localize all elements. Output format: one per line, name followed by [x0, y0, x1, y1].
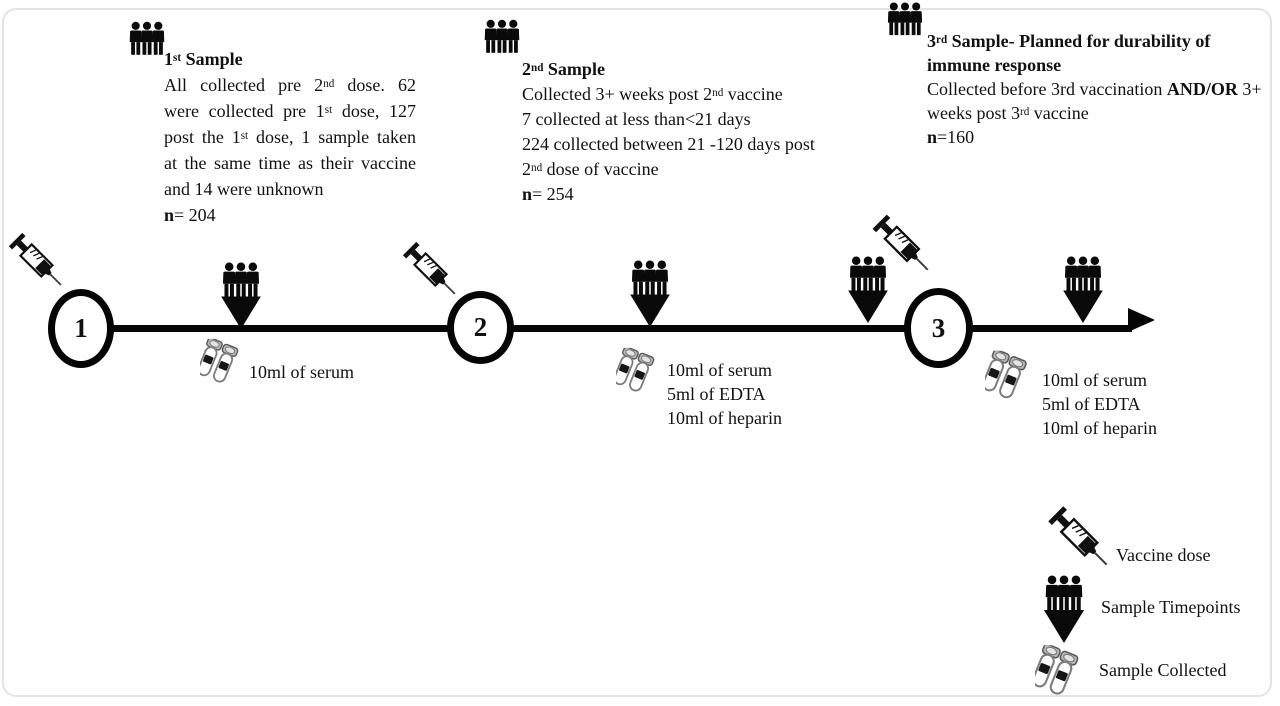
dose-circle-2: 2	[447, 291, 514, 364]
sample-timepoint-icon	[627, 260, 673, 328]
timeline-axis	[83, 325, 1132, 332]
syringe-icon	[392, 231, 456, 295]
sample-tubes-icon	[200, 338, 246, 388]
dose-number: 1	[74, 313, 88, 343]
dose-circle-1: 1	[48, 289, 114, 368]
syringe-icon	[0, 222, 62, 286]
dose-number: 2	[473, 312, 488, 342]
sample-timepoint-icon	[218, 262, 264, 330]
sample-timepoint-icon	[1042, 575, 1086, 644]
sample-tubes-icon	[1035, 645, 1087, 700]
syringe-icon	[1036, 494, 1108, 566]
legend-label-vaccine-dose: Vaccine dose	[1116, 545, 1211, 565]
dose-number: 3	[931, 312, 946, 343]
people-icon	[886, 2, 924, 36]
sample-timepoint-icon	[1060, 256, 1106, 324]
people-icon	[483, 19, 521, 54]
timeline-arrowhead-icon	[1128, 308, 1155, 332]
people-icon	[128, 21, 166, 56]
dose-circle-3: 3	[904, 288, 973, 368]
sample-tubes-icon	[985, 350, 1035, 404]
legend-label-sample-timepoints: Sample Timepoints	[1101, 597, 1241, 617]
legend-label-sample-collected: Sample Collected	[1099, 660, 1227, 680]
sample-tubes-icon	[616, 347, 662, 397]
sample-timepoint-icon	[845, 256, 891, 324]
collection-label-1: 10ml of serum	[249, 362, 354, 382]
